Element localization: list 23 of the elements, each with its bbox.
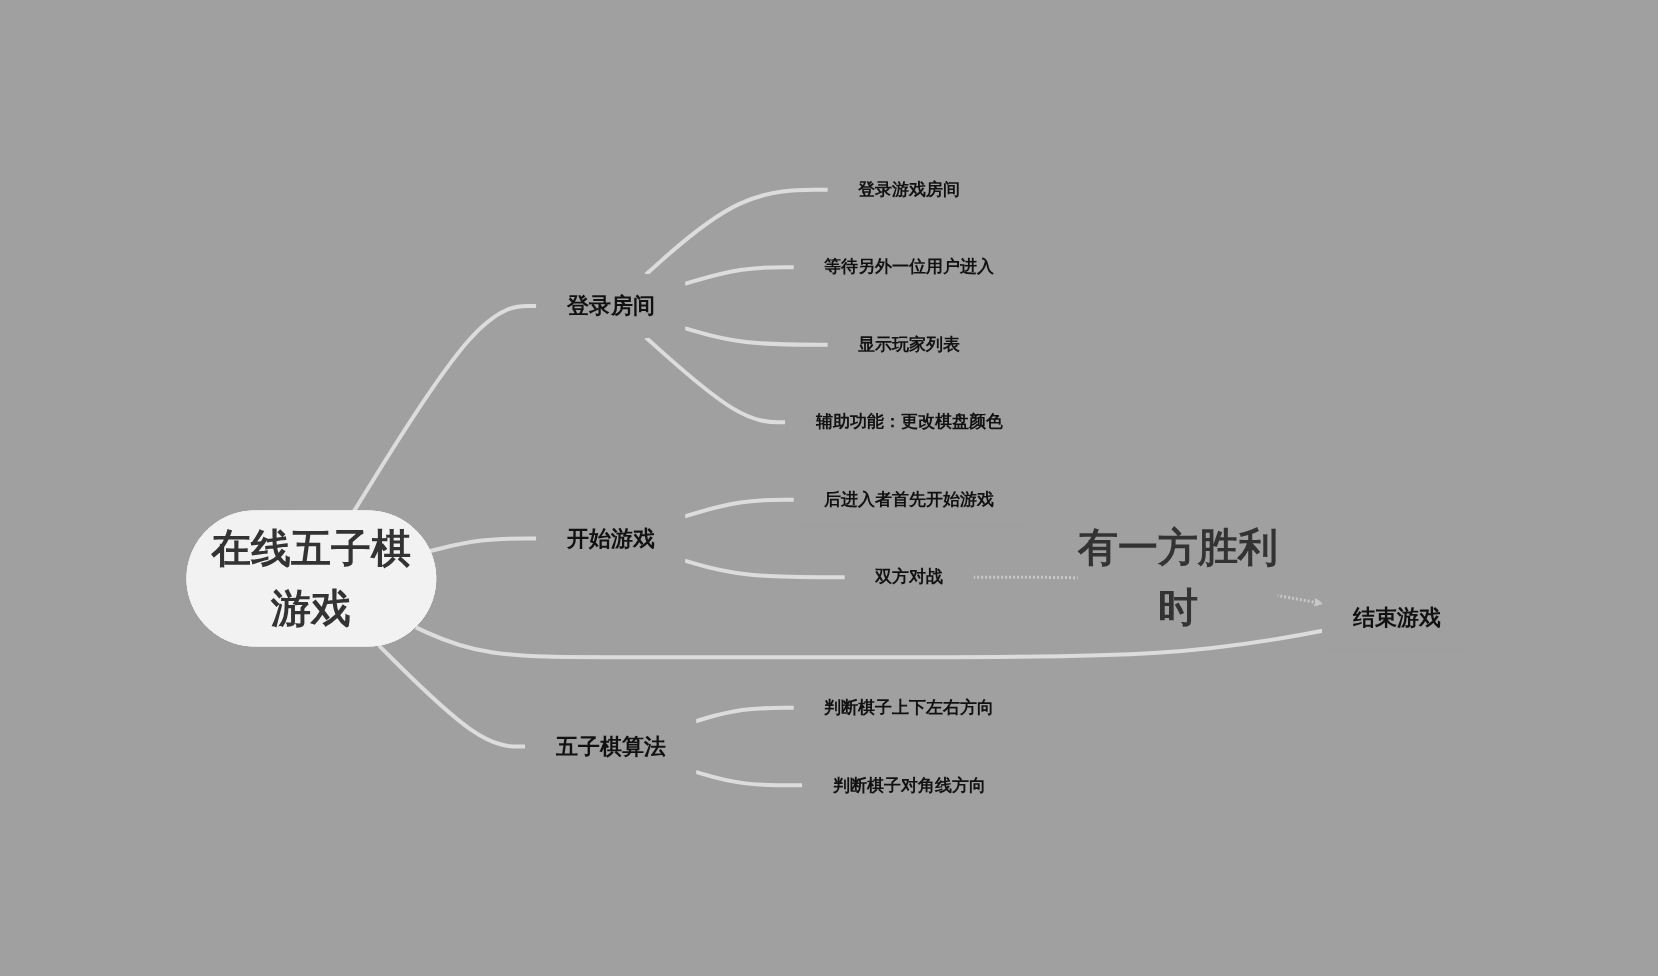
node-text: 判断棋子对角线方向 xyxy=(832,775,986,796)
node-text: 判断棋子上下左右方向 xyxy=(824,697,995,718)
connector xyxy=(429,536,537,554)
connector xyxy=(352,304,537,513)
node-text: 开始游戏 xyxy=(566,526,655,552)
connector xyxy=(684,498,795,519)
connector xyxy=(684,559,846,580)
connector xyxy=(377,644,526,750)
connector xyxy=(695,706,795,724)
node-text: 后进入者首先开始游戏 xyxy=(824,489,995,510)
connector xyxy=(695,770,803,788)
node-text: 结束游戏 xyxy=(1352,605,1441,631)
connector xyxy=(415,625,1324,660)
node-text: 双方对战 xyxy=(875,566,944,587)
connector xyxy=(684,326,829,348)
connector xyxy=(644,336,786,425)
node-text: 五子棋算法 xyxy=(555,734,666,760)
connector xyxy=(684,265,795,287)
node-text: 显示玩家列表 xyxy=(858,334,961,355)
node-text: 辅助功能：更改棋盘颜色 xyxy=(815,411,1003,432)
node-text: 登录游戏房间 xyxy=(858,179,961,200)
node-text: 等待另外一位用户进入 xyxy=(824,256,995,277)
node-text: 登录房间 xyxy=(566,293,655,319)
